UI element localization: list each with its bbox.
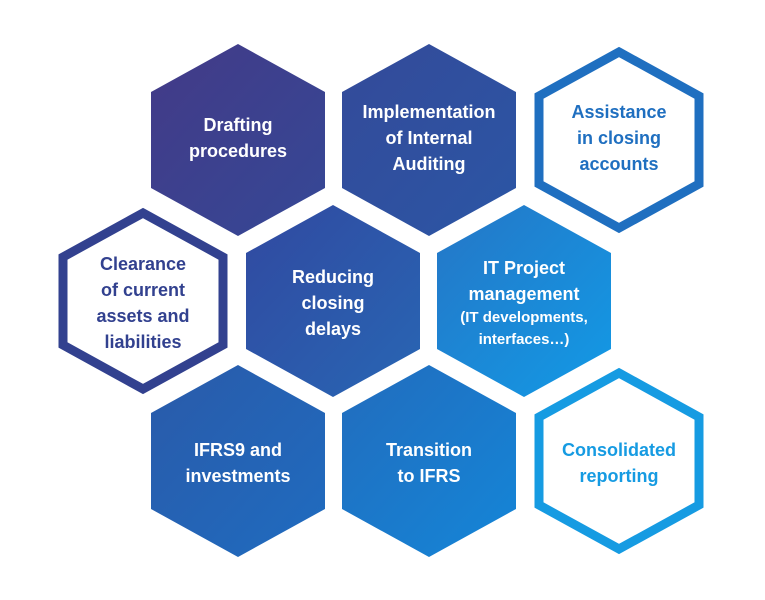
hexagon-ifrs9-investments <box>151 365 325 557</box>
hex-label-reducing-closing-delays: Reducing closing delays <box>258 248 408 358</box>
hex-label-transition-to-ifrs: Transition to IFRS <box>354 408 504 518</box>
hex-line: IT Project <box>482 258 566 278</box>
hexagon-it-project-management <box>437 205 611 397</box>
hexagon-implementation-internal-auditing <box>342 44 516 236</box>
hex-line: Auditing <box>392 154 466 174</box>
hex-line: accounts <box>579 154 659 174</box>
hex-label-drafting-procedures: Drafting procedures <box>163 88 313 188</box>
hex-line: IFRS9 and <box>193 440 282 460</box>
hex-line: liabilities <box>104 332 182 352</box>
hex-label-ifrs9-investments: IFRS9 and investments <box>163 408 313 518</box>
hex-line: Implementation <box>362 102 496 122</box>
hex-label-it-project-management: IT Project management (IT developments, … <box>449 248 599 358</box>
hex-line: Transition <box>385 440 472 460</box>
hexagon-transition-to-ifrs <box>342 365 516 557</box>
hex-line: procedures <box>188 141 288 161</box>
hex-line: of current <box>100 280 185 300</box>
hex-line: investments <box>185 466 291 486</box>
hex-label-implementation-internal-auditing: Implementation of Internal Auditing <box>354 88 504 188</box>
hex-sub-line: interfaces…) <box>478 331 570 348</box>
hex-line: management <box>468 284 580 304</box>
hex-line: to IFRS <box>397 466 461 486</box>
hex-line: Consolidated <box>561 440 676 460</box>
hex-line: Drafting <box>203 115 273 135</box>
hex-label-consolidated-reporting: Consolidated reporting <box>544 408 694 518</box>
hex-sub-line: (IT developments, <box>460 309 588 326</box>
hexagon-reducing-closing-delays <box>246 205 420 397</box>
hex-line: delays <box>304 319 362 339</box>
hexagon-clearance-current-assets <box>58 207 228 395</box>
hex-line: of Internal <box>385 128 473 148</box>
hexagon-consolidated-reporting <box>534 367 704 555</box>
hex-line: reporting <box>579 466 659 486</box>
hex-label-clearance-current-assets: Clearance of current assets and liabilit… <box>68 248 218 358</box>
hex-line: closing <box>301 293 365 313</box>
hex-line: Assistance <box>571 102 667 122</box>
hex-line: Clearance <box>99 254 187 274</box>
hex-line: assets and <box>96 306 190 326</box>
hexagon-drafting-procedures <box>151 44 325 236</box>
hex-line: Reducing <box>291 267 374 287</box>
hex-line: in closing <box>576 128 661 148</box>
hex-label-assistance-closing-accounts: Assistance in closing accounts <box>544 88 694 188</box>
hexagon-assistance-closing-accounts <box>534 46 704 234</box>
